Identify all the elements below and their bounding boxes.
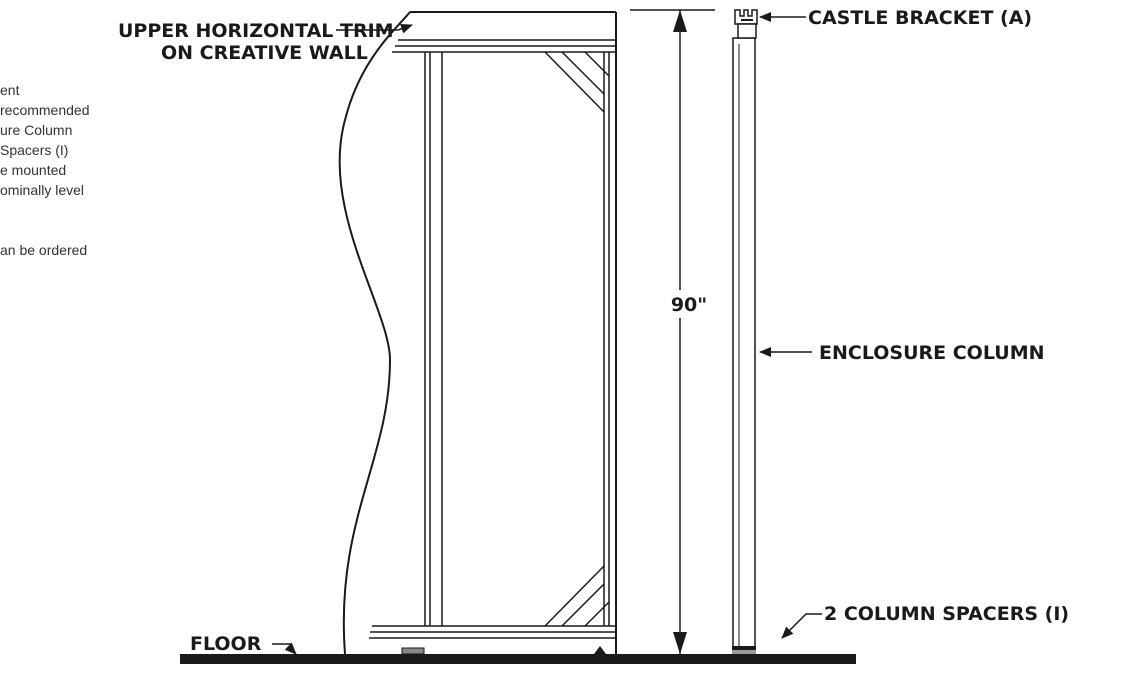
side-note-line: e mounted <box>0 162 67 178</box>
side-notes: ent recommended ure Column Spacers (I) e… <box>0 80 170 260</box>
dim-arrow-bottom <box>673 632 687 654</box>
lower-brace-b <box>561 583 605 627</box>
upper-trim-label-line2: ON CREATIVE WALL <box>161 42 368 64</box>
dim-label-mask <box>660 290 704 318</box>
castle-bracket-base <box>737 23 757 39</box>
floor-slab <box>180 654 856 664</box>
side-note-line: ominally level <box>0 182 85 198</box>
side-note-line <box>0 200 170 220</box>
lower-brace-a <box>544 565 605 627</box>
trim-leader-arrow <box>397 23 413 34</box>
side-note-line: recommended <box>0 102 90 118</box>
upper-brace-c <box>584 51 610 77</box>
enclosure-column-body <box>732 37 756 653</box>
creative-wall-wavy-edge <box>338 11 411 655</box>
column-spacers-label: 2 COLUMN SPACERS (I) <box>824 603 1070 625</box>
column-spacer-2 <box>732 650 756 654</box>
height-dimension-label: 90" <box>671 294 707 316</box>
wall-foot-right <box>594 646 606 654</box>
castle-bracket-shape <box>734 9 758 25</box>
side-note-line <box>0 220 170 240</box>
upper-brace-b <box>561 51 605 95</box>
floor-label: FLOOR <box>190 633 262 655</box>
side-note-line: ure Column <box>0 122 73 138</box>
upper-brace-a <box>544 51 605 113</box>
dim-arrow-top <box>673 10 687 32</box>
lower-brace-c <box>584 601 610 627</box>
castle-bracket-label: CASTLE BRACKET (A) <box>808 7 1033 29</box>
upper-trim-label-line1: UPPER HORIZONTAL TRIM <box>118 20 394 42</box>
column-spacer-1 <box>732 646 756 650</box>
side-note-line: ent <box>0 82 20 98</box>
wall-foot-left <box>401 647 425 655</box>
side-note-line: an be ordered <box>0 242 88 258</box>
enclosure-column-label: ENCLOSURE COLUMN <box>819 342 1045 364</box>
side-note-line: Spacers (I) <box>0 142 69 158</box>
column-spacers-leader <box>781 613 822 639</box>
floor-leader <box>272 642 297 655</box>
